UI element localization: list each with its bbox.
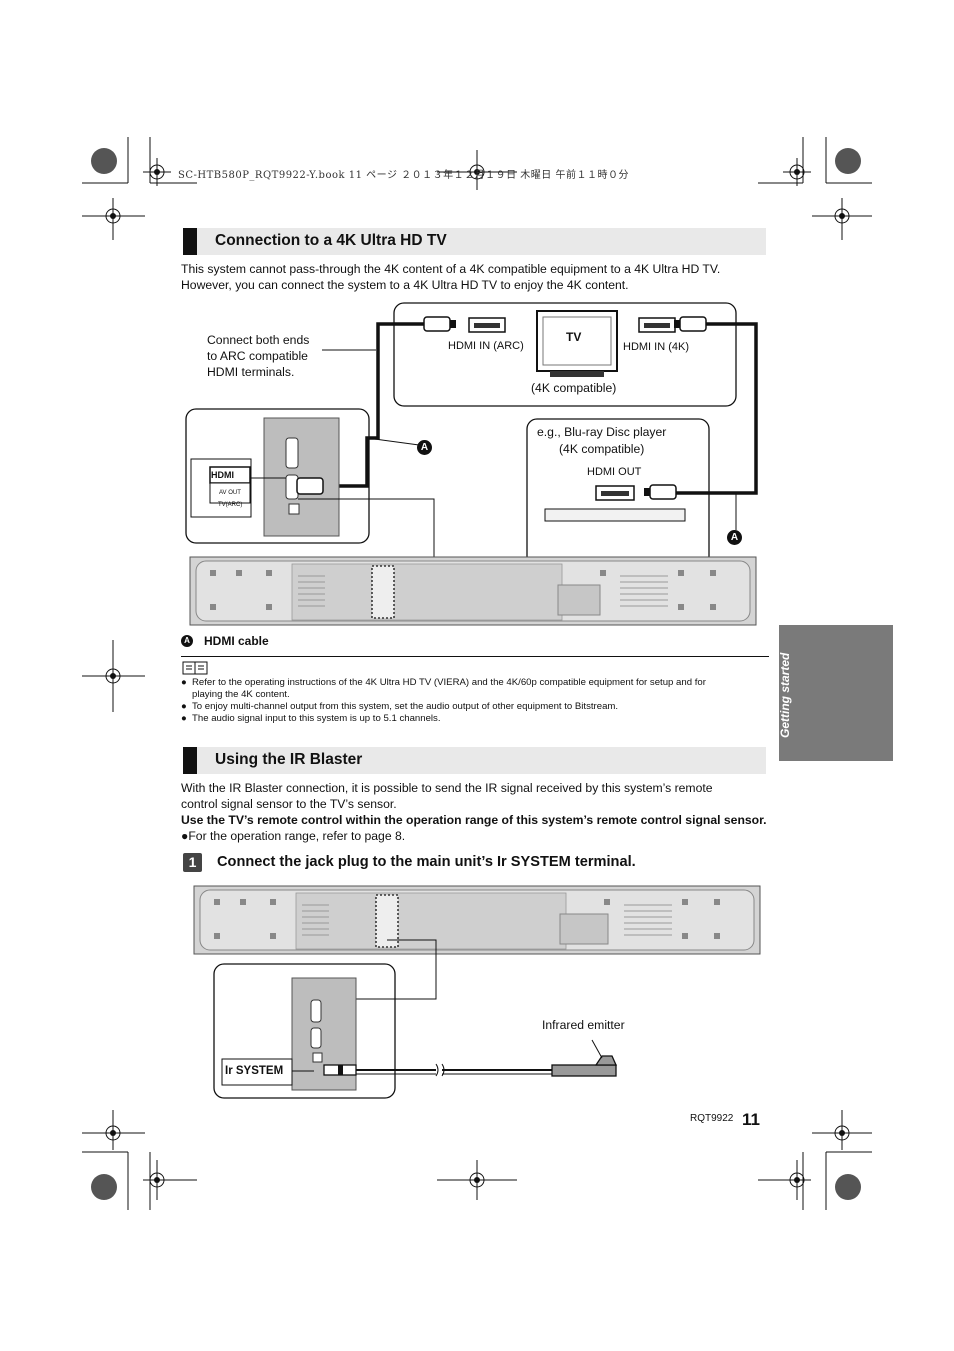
heading-bar — [183, 228, 197, 255]
intro-line-1: This system cannot pass-through the 4K c… — [181, 262, 721, 276]
section-heading-ir-blaster: Using the IR Blaster — [183, 747, 766, 774]
hdmi-plug-player — [649, 484, 677, 500]
ir-inset — [213, 963, 396, 1099]
hdmi-plug-right — [679, 316, 707, 332]
page-number: 11 — [742, 1110, 760, 1129]
hdmi-plug-left — [423, 316, 451, 332]
note-2: To enjoy multi-channel output from this … — [192, 701, 619, 712]
player-label-2: (4K compatible) — [559, 442, 645, 456]
bullet: ● — [181, 713, 187, 724]
note-1-line-1: Refer to the operating instructions of t… — [192, 677, 706, 688]
step-number: 1 — [183, 853, 202, 872]
ir-diagram — [193, 885, 761, 1099]
intro-line-2: However, you can connect the system to a… — [181, 278, 629, 292]
connection-diagram — [185, 302, 758, 626]
ir-para-line-2: control signal sensor to the TV’s sensor… — [181, 797, 397, 811]
port-av-out-label: AV OUT — [219, 490, 241, 496]
player-label-1: e.g., Blu-ray Disc player — [537, 425, 667, 439]
marker-a-left: A — [417, 440, 432, 455]
ir-ref-line: ●For the operation range, refer to page … — [181, 829, 406, 843]
tv-label: TV — [566, 330, 582, 344]
doc-code: RQT9922 — [690, 1113, 734, 1124]
infrared-emitter-label: Infrared emitter — [542, 1018, 625, 1032]
tv-4k-label: (4K compatible) — [531, 381, 617, 395]
port-hdmi-label: HDMI — [211, 470, 234, 480]
step-text: Connect the jack plug to the main unit’s… — [217, 854, 636, 870]
hdmi-plug-unit — [296, 477, 324, 495]
terminal-highlight — [371, 565, 395, 619]
section-heading-4k-tv: Connection to a 4K Ultra HD TV — [183, 228, 766, 255]
legend-text: HDMI cable — [204, 634, 269, 648]
ir-bold-line: Use the TV’s remote control within the o… — [181, 813, 767, 827]
sidebar-tab-label: Getting started — [778, 652, 792, 738]
infrared-emitter — [551, 1064, 617, 1077]
bullet: ● — [181, 677, 187, 688]
callout-line-3: HDMI terminals. — [207, 365, 295, 379]
hdmi-out-label: HDMI OUT — [587, 466, 642, 478]
section-title: Connection to a 4K Ultra HD TV — [215, 232, 447, 249]
unit-inset — [185, 408, 370, 544]
ir-system-label: Ir SYSTEM — [225, 1065, 284, 1077]
bullet: ● — [181, 701, 187, 712]
hdmi-in-4k-label: HDMI IN (4K) — [623, 341, 689, 353]
port-tv-arc-label: TV(ARC) — [218, 502, 243, 508]
file-header: SC-HTB580P_RQT9922-Y.book 11 ページ ２０１３年１２… — [178, 170, 629, 181]
note-3: The audio signal input to this system is… — [192, 713, 441, 724]
legend-marker: A — [181, 635, 193, 647]
section-title: Using the IR Blaster — [215, 751, 363, 768]
tv-panel — [393, 302, 737, 407]
hdmi-cable-right — [676, 322, 758, 495]
terminal-highlight-2 — [375, 894, 399, 948]
heading-bar — [183, 747, 197, 774]
marker-a-right: A — [727, 530, 742, 545]
book-icon — [182, 661, 208, 675]
sidebar-tab — [779, 625, 893, 761]
tv-icon — [536, 310, 618, 372]
hdmi-in-arc-label: HDMI IN (ARC) — [448, 340, 524, 352]
ir-para-line-1: With the IR Blaster connection, it is po… — [181, 781, 713, 795]
note-1-line-2: playing the 4K content. — [192, 689, 290, 700]
callout-line-2: to ARC compatible — [207, 349, 308, 363]
hdmi-cable-left — [325, 322, 424, 488]
divider — [181, 656, 769, 657]
callout-line-1: Connect both ends — [207, 333, 310, 347]
